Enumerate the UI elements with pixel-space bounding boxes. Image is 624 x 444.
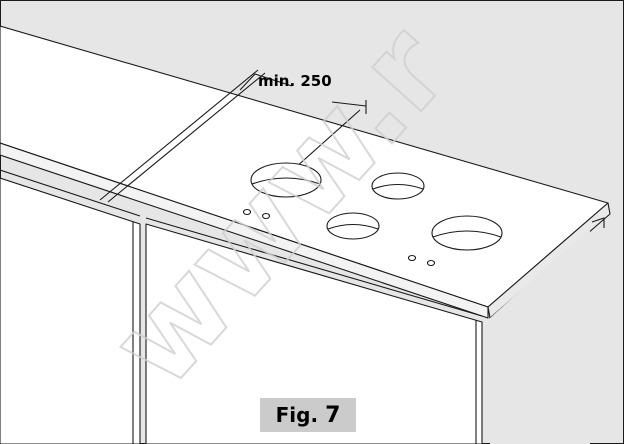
cabinet-side-panel (490, 228, 590, 444)
dimension-bracket-right (331, 101, 367, 107)
left-cabinet-top-edge (0, 169, 141, 217)
left-cabinet-front (0, 177, 141, 444)
caption-prefix: Fig. (275, 403, 319, 427)
hob-hole-small-front (326, 212, 380, 240)
caption-number: 7 (325, 402, 341, 428)
knob-hole-1 (242, 208, 252, 216)
knob-hole-2 (261, 212, 271, 220)
hob-hole-small-rear (371, 172, 425, 200)
hob-hole-small-rear-inner (372, 183, 424, 190)
right-cabinet-front (145, 223, 483, 444)
worktop-joint-line-1 (99, 69, 259, 201)
hob-hole-large-left (250, 162, 322, 198)
dimension-label: min. 250 (258, 72, 332, 90)
right-cabinet-top-edge (145, 217, 483, 317)
hob-hole-small-front-inner (327, 223, 379, 230)
worktop-front-edge (0, 142, 489, 319)
knob-hole-4 (426, 259, 436, 267)
dimension-bracket-left (239, 73, 293, 91)
knob-hole-3 (407, 254, 417, 262)
worktop-right-bracket (591, 217, 605, 228)
worktop-joint-line-2 (107, 72, 266, 203)
hob-hole-large-right-inner (432, 230, 502, 238)
hob-hole-large-right (431, 215, 503, 251)
hob-hole-large-left-inner (251, 177, 321, 185)
figure-caption: Fig. 7 (260, 398, 356, 432)
